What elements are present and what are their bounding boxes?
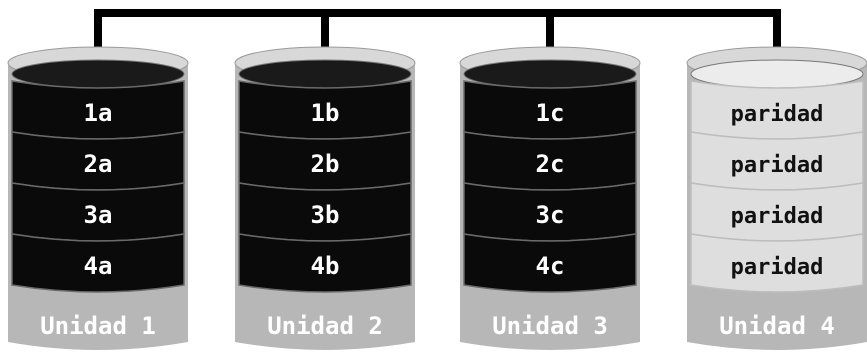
block-4 <box>463 233 637 293</box>
block-label: 2a <box>84 150 113 178</box>
block-label: 3c <box>536 201 565 229</box>
disk-label: Unidad 2 <box>267 312 383 340</box>
platter-top <box>690 59 864 89</box>
block-label: 4a <box>84 252 113 280</box>
block-label: 3a <box>84 201 113 229</box>
block-label: paridad <box>731 255 824 280</box>
bus-line <box>94 9 781 60</box>
block-label: 4b <box>311 252 340 280</box>
block-label: 3b <box>311 201 340 229</box>
block-label: 2b <box>311 150 340 178</box>
platter-top <box>11 59 185 89</box>
block-label: paridad <box>731 102 824 127</box>
platter-top <box>463 59 637 89</box>
block-label: 1a <box>84 99 113 127</box>
block-4 <box>238 233 412 293</box>
disk-label: Unidad 1 <box>40 312 156 340</box>
block-label: 1c <box>536 99 565 127</box>
block-label: paridad <box>731 204 824 229</box>
block-label: 1b <box>311 99 340 127</box>
block-4 <box>11 233 185 293</box>
disk-label: Unidad 3 <box>492 312 608 340</box>
block-4 <box>690 233 864 293</box>
block-label: 4c <box>536 252 565 280</box>
disk-label: Unidad 4 <box>719 312 835 340</box>
bus-connector <box>94 9 781 60</box>
block-label: 2c <box>536 150 565 178</box>
block-label: paridad <box>731 153 824 178</box>
platter-top <box>238 59 412 89</box>
